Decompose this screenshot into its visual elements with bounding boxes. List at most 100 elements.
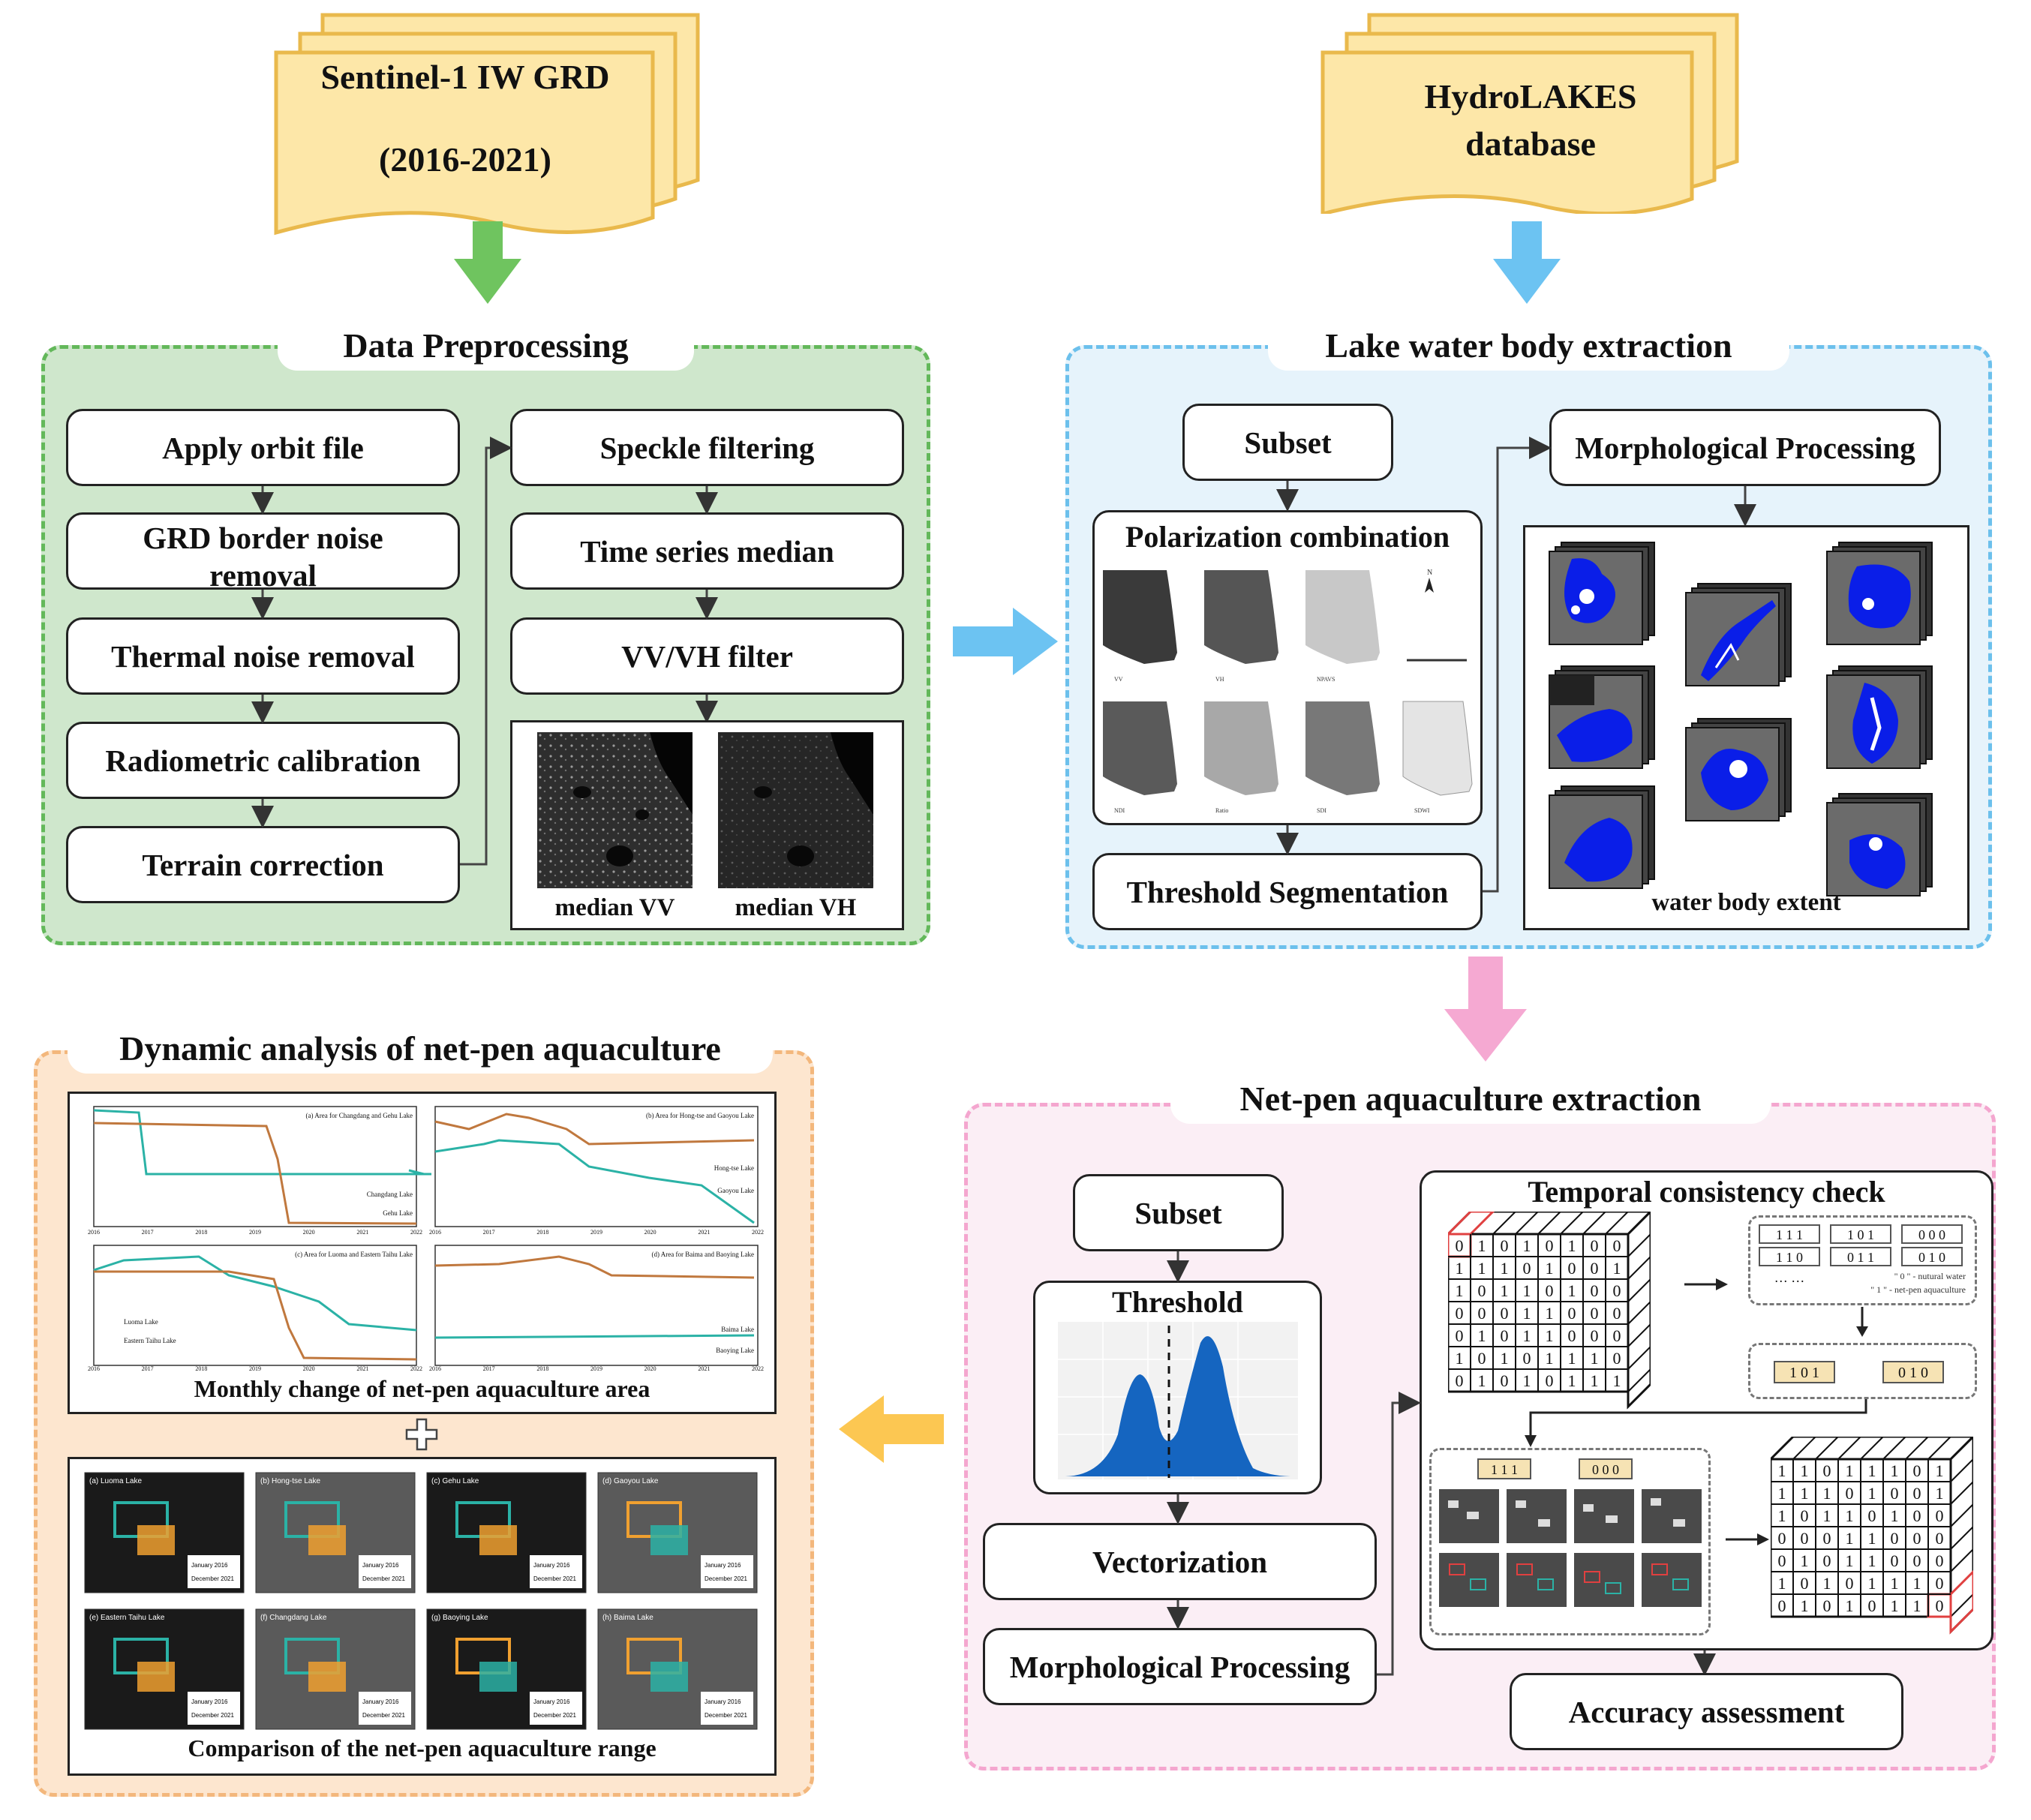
grid-cell: 0	[1936, 1551, 1944, 1570]
chart-year-label: 2016	[429, 1365, 441, 1372]
chart-c-legend-1: Luoma Lake	[124, 1318, 158, 1326]
grid-cell: 1	[1936, 1484, 1944, 1503]
chart-a-legend-1: Changdang Lake	[367, 1191, 413, 1198]
grid-cell: 0	[1823, 1596, 1831, 1615]
chart-year-label: 2017	[483, 1229, 495, 1236]
grid-cell: 0	[1546, 1236, 1554, 1255]
grid-cell: 1	[1913, 1574, 1921, 1593]
map-legend-start: January 2016	[533, 1562, 570, 1569]
sentinel-document-icon	[274, 13, 700, 236]
grid-cell: 1	[1591, 1371, 1599, 1390]
grid-cell: 1	[1523, 1371, 1531, 1390]
grid-cell: 1	[1801, 1551, 1809, 1570]
vector-images-dashed-box	[1429, 1448, 1711, 1635]
grid-cell: 1	[1568, 1349, 1576, 1368]
grid-cell: 0	[1523, 1349, 1531, 1368]
map-legend-end: December 2021	[362, 1575, 405, 1582]
chart-d-legend-1: Baima Lake	[721, 1326, 754, 1333]
grid-cell: 1	[1846, 1461, 1854, 1480]
grid-cell: 1	[1501, 1281, 1509, 1300]
grid-cell: 0	[1868, 1596, 1876, 1615]
grid-cell: 0	[1936, 1529, 1944, 1548]
grid-cell: 0	[1613, 1349, 1621, 1368]
median-vv-image	[537, 732, 693, 888]
grid-cell: 1	[1801, 1596, 1809, 1615]
grid-cell: 1	[1823, 1574, 1831, 1593]
map-legend-start: January 2016	[362, 1562, 399, 1569]
grid-cell: 0	[1501, 1236, 1509, 1255]
step-grd-border-noise: GRD border noise removal	[66, 512, 460, 590]
step-time-series-median: Time series median	[510, 512, 904, 590]
grid-cell: 1	[1456, 1281, 1464, 1300]
svg-text:0 1 0: 0 1 0	[1918, 1250, 1945, 1265]
map-tile-title: (g) Baoying Lake	[431, 1614, 488, 1622]
grid-cell: 1	[1936, 1461, 1944, 1480]
chart-a-legend-2: Gehu Lake	[383, 1209, 413, 1217]
chart-year-label: 2022	[752, 1365, 764, 1372]
grid-cell: 1	[1523, 1281, 1531, 1300]
north-label: N	[1427, 569, 1432, 577]
grid-cell: 0	[1501, 1304, 1509, 1323]
chart-year-label: 2016	[429, 1229, 441, 1236]
svg-text:1 0 1: 1 0 1	[1789, 1365, 1819, 1381]
chart-year-label: 2019	[249, 1229, 261, 1236]
grid-cell: 0	[1613, 1281, 1621, 1300]
codes-box-b-content: 1 0 1 0 1 0	[1774, 1361, 1944, 1383]
grid-cell: 1	[1568, 1281, 1576, 1300]
chart-year-label: 2017	[483, 1365, 495, 1372]
hydrolakes-title-line1: HydroLAKES	[1424, 77, 1637, 116]
chart-c-legend-2: Eastern Taihu Lake	[124, 1337, 176, 1344]
plus-icon	[405, 1418, 438, 1451]
chart-year-label: 2021	[698, 1365, 710, 1372]
chart-year-label: 2018	[195, 1365, 207, 1372]
chart-c-title: (c) Area for Luoma and Eastern Taihu Lak…	[295, 1251, 413, 1258]
chart-d-legend-2: Baoying Lake	[716, 1347, 754, 1354]
map-tile-title: (d) Gaoyou Lake	[602, 1477, 659, 1485]
grid-cell: 0	[1913, 1506, 1921, 1525]
step-vv-vh-filter: VV/VH filter	[510, 617, 904, 695]
grid-cell: 1	[1778, 1506, 1786, 1525]
grid-cell: 0	[1523, 1259, 1531, 1278]
chart-year-label: 2020	[644, 1229, 656, 1236]
grid-cell: 0	[1546, 1371, 1554, 1390]
grid-cell: 1	[1778, 1484, 1786, 1503]
grid-cell: 0	[1591, 1304, 1599, 1323]
grid-cell: 0	[1801, 1529, 1809, 1548]
grid-cell: 1	[1501, 1349, 1509, 1368]
chart-year-label: 2020	[303, 1229, 315, 1236]
map-legend-end: December 2021	[191, 1575, 234, 1582]
grid-cell: 1	[1846, 1596, 1854, 1615]
chart-year-label: 2021	[356, 1365, 368, 1372]
svg-text:… …: … …	[1774, 1270, 1805, 1285]
map-legend-end: December 2021	[533, 1575, 576, 1582]
sentinel-title-line1: Sentinel-1 IW GRD	[320, 58, 610, 96]
green-down-arrow	[454, 221, 521, 304]
grid-cell: 0	[1478, 1304, 1486, 1323]
map-legend-start: January 2016	[705, 1562, 741, 1569]
median-vv-caption: median VV	[554, 894, 675, 921]
grid-cell: 1	[1546, 1259, 1554, 1278]
grid-cell: 0	[1823, 1461, 1831, 1480]
svg-text:1 0 1: 1 0 1	[1847, 1227, 1874, 1242]
map-legend-start: January 2016	[191, 1698, 228, 1705]
grid-cell: 0	[1891, 1529, 1899, 1548]
grid-cell: 0	[1501, 1371, 1509, 1390]
arrow-codes-down	[1856, 1307, 1868, 1337]
grid-cell: 0	[1823, 1529, 1831, 1548]
grid-cell: 1	[1568, 1371, 1576, 1390]
grid-cell: 1	[1546, 1304, 1554, 1323]
orange-left-arrow	[839, 1395, 944, 1463]
svg-text:0 0 0: 0 0 0	[1918, 1227, 1945, 1242]
chart-year-label: 2020	[644, 1365, 656, 1372]
map-tile-title: (b) Hong-tse Lake	[260, 1477, 320, 1485]
map-tile-title: (e) Eastern Taihu Lake	[89, 1614, 165, 1622]
polarization-thumbnails: VV VH NPAVS NDI Ratio SDI SDWI N	[1103, 569, 1473, 814]
grid-cell: 0	[1456, 1371, 1464, 1390]
lake-morphological-step: Morphological Processing	[1549, 409, 1941, 486]
grid-cell: 0	[1478, 1349, 1486, 1368]
